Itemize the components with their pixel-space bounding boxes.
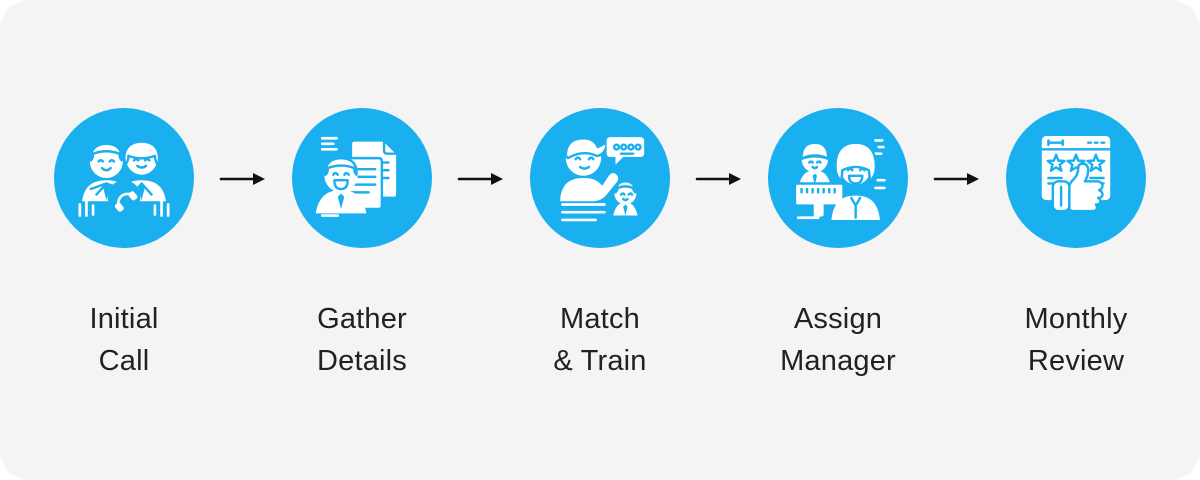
mentor-trainee-chat-icon xyxy=(560,137,645,222)
step-icon-circle xyxy=(768,108,908,248)
couple-phone-call-icon xyxy=(78,140,170,217)
step-initial-call: Initial Call xyxy=(29,108,219,382)
rating-thumbs-up-icon xyxy=(1040,136,1112,213)
step-label: Gather Details xyxy=(317,298,407,382)
step-assign-manager: Assign Manager xyxy=(743,108,933,382)
step-label-line2: Details xyxy=(316,345,408,377)
step-label: Initial Call xyxy=(89,298,158,382)
step-match-train: Match & Train xyxy=(505,108,695,382)
step-label-line2: Manager xyxy=(780,345,896,377)
flow-arrow-icon xyxy=(457,171,505,187)
step-label: Match & Train xyxy=(553,298,646,382)
step-icon-circle xyxy=(292,108,432,248)
step-label: Assign Manager xyxy=(780,298,896,382)
step-label-line1: Gather xyxy=(317,303,407,335)
step-label-line1: Assign xyxy=(793,303,883,335)
process-flow: Initial Call xyxy=(29,108,1171,382)
step-gather-details: Gather Details xyxy=(267,108,457,382)
step-label-line1: Initial xyxy=(89,303,159,335)
flow-arrow-icon xyxy=(695,171,743,187)
step-label-line2: Call xyxy=(98,345,150,377)
step-monthly-review: Monthly Review xyxy=(981,108,1171,382)
step-icon-circle xyxy=(54,108,194,248)
step-icon-circle xyxy=(1006,108,1146,248)
step-label-line2: & Train xyxy=(553,345,647,377)
step-label-line1: Match xyxy=(560,303,640,335)
manager-worker-desk-icon xyxy=(793,139,886,220)
person-documents-icon xyxy=(315,136,399,217)
step-label-line2: Review xyxy=(1027,345,1125,377)
step-icon-circle xyxy=(530,108,670,248)
step-label-line1: Monthly xyxy=(1024,303,1128,335)
step-label: Monthly Review xyxy=(1025,298,1128,382)
flow-arrow-icon xyxy=(933,171,981,187)
flow-arrow-icon xyxy=(219,171,267,187)
